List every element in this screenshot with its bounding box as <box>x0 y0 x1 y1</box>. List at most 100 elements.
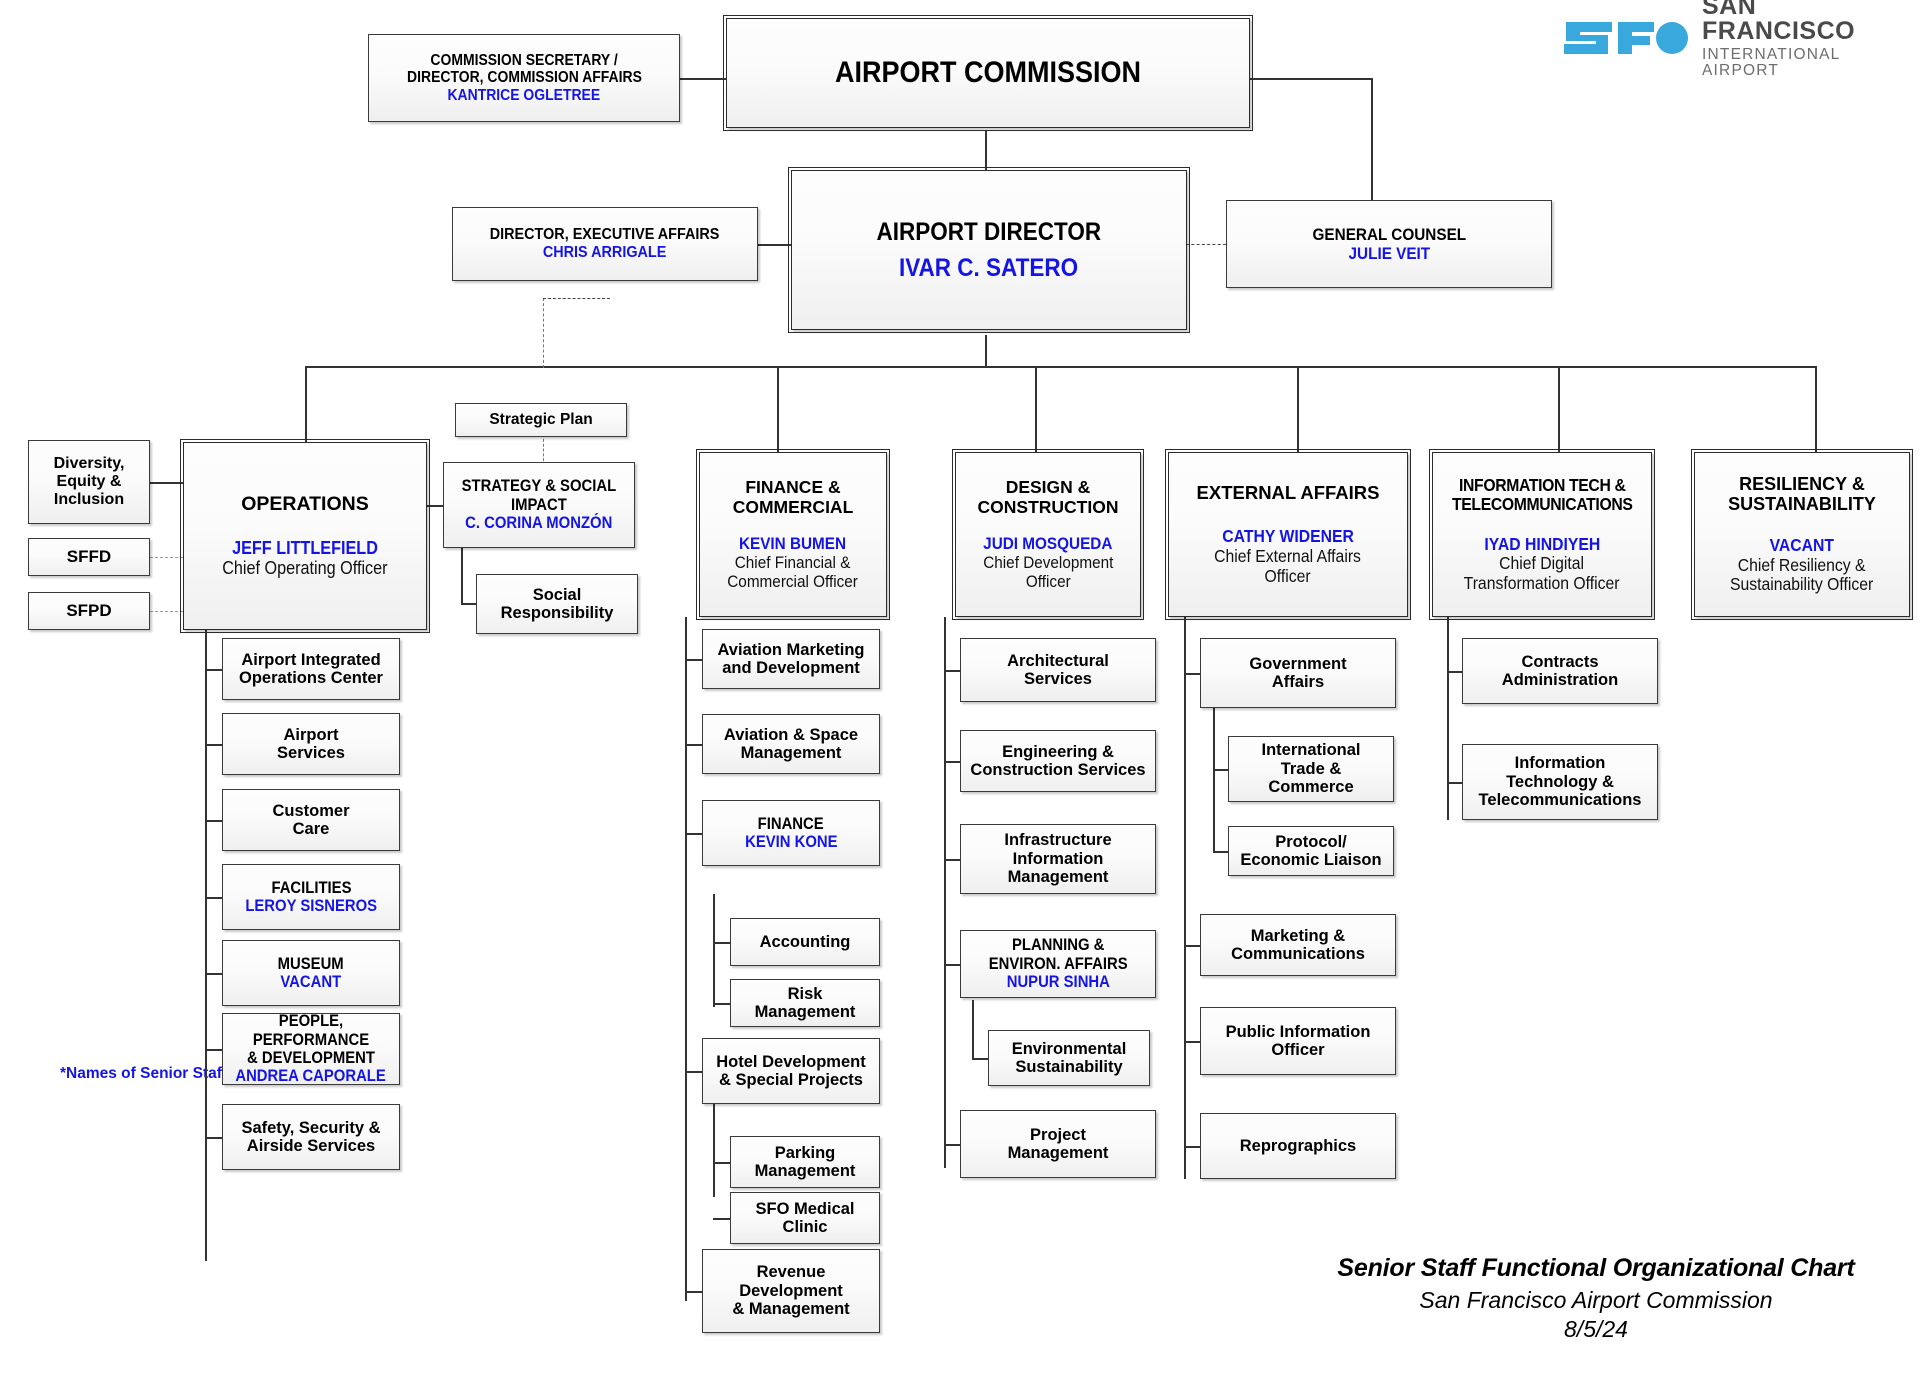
hotel-grandchild-1[interactable]: SFO Medical Clinic <box>730 1192 880 1244</box>
logo-line-2: INTERNATIONAL AIRPORT <box>1702 46 1840 79</box>
finance-child-4-title: Revenue Development & Management <box>732 1263 850 1319</box>
finance-child-1-connector <box>685 744 702 746</box>
finance-child-4[interactable]: Revenue Development & Management <box>702 1249 880 1333</box>
external-child-0[interactable]: Government Affairs <box>1200 638 1396 708</box>
operations-child-4-name: VACANT <box>280 973 342 991</box>
commission-secretary-line1: COMMISSION SECRETARY / <box>430 51 618 69</box>
sfo-logo: SAN FRANCISCO INTERNATIONAL AIRPORT <box>1562 0 1912 78</box>
operations-child-1[interactable]: Airport Services <box>222 713 400 775</box>
design-child-3-name: NUPUR SINHA <box>1006 973 1110 992</box>
finance-child-3-connector <box>685 1071 702 1073</box>
design-title: DESIGN & CONSTRUCTION <box>977 477 1119 517</box>
hotel-grandchild-0[interactable]: Parking Management <box>730 1136 880 1188</box>
finance-commercial-box[interactable]: FINANCE & COMMERCIAL KEVIN BUMEN Chief F… <box>695 448 891 621</box>
social-responsibility-box[interactable]: Social Responsibility <box>476 574 638 634</box>
it-child-0[interactable]: Contracts Administration <box>1462 638 1658 704</box>
resiliency-sustainability-box[interactable]: RESILIENCY & SUSTAINABILITY VACANT Chief… <box>1690 448 1914 621</box>
design-child-2-connector <box>944 859 960 861</box>
sfo-logo-icon <box>1562 14 1690 58</box>
design-child-2-title: Infrastructure Information Management <box>1004 831 1112 887</box>
drop-it <box>1558 366 1560 454</box>
chart-footer: Senior Staff Functional Organizational C… <box>1286 1254 1906 1343</box>
design-child-0-connector <box>944 670 960 672</box>
dashed-strategic-plan <box>543 410 544 466</box>
external-affairs-box[interactable]: EXTERNAL AFFAIRS CATHY WIDENER Chief Ext… <box>1164 448 1412 621</box>
operations-child-6[interactable]: Safety, Security & Airside Services <box>222 1104 400 1170</box>
finance-child-0[interactable]: Aviation Marketing and Development <box>702 629 880 689</box>
dei-title: Diversity, Equity & Inclusion <box>53 455 125 508</box>
connector-general-counsel <box>1186 244 1226 245</box>
external-child-1-connector <box>1184 945 1200 947</box>
design-child-0[interactable]: Architectural Services <box>960 638 1156 702</box>
finance-grandchild-0[interactable]: Accounting <box>730 918 880 966</box>
it-title: INFORMATION TECH & TELECOMMUNICATIONS <box>1451 474 1633 515</box>
finance-child-1[interactable]: Aviation & Space Management <box>702 714 880 774</box>
operations-child-2[interactable]: Customer Care <box>222 789 400 851</box>
operations-box[interactable]: OPERATIONS JEFF LITTLEFIELD Chief Operat… <box>179 438 431 634</box>
hotel-grandchild-0-connector <box>713 1162 730 1164</box>
finance-child-3[interactable]: Hotel Development & Special Projects <box>702 1038 880 1104</box>
executive-affairs-name: CHRIS ARRIGALE <box>543 244 667 261</box>
it-telecom-box[interactable]: INFORMATION TECH & TELECOMMUNICATIONS IY… <box>1428 448 1656 621</box>
commission-secretary-line2: DIRECTOR, COMMISSION AFFAIRS <box>406 69 642 87</box>
strategic-plan-box[interactable]: Strategic Plan <box>455 403 627 437</box>
airport-director-box[interactable]: AIRPORT DIRECTOR IVAR C. SATERO <box>787 166 1191 334</box>
design-name: JUDI MOSQUEDA <box>983 533 1113 553</box>
design-construction-box[interactable]: DESIGN & CONSTRUCTION JUDI MOSQUEDA Chie… <box>951 448 1145 621</box>
finance-grandchild-1[interactable]: Risk Management <box>730 979 880 1027</box>
dei-box[interactable]: Diversity, Equity & Inclusion <box>28 440 150 524</box>
spine-operations <box>205 630 207 1261</box>
operations-child-3-title: FACILITIES <box>270 878 352 897</box>
executive-affairs-title: DIRECTOR, EXECUTIVE AFFAIRS <box>490 226 720 244</box>
executive-affairs-box[interactable]: DIRECTOR, EXECUTIVE AFFAIRS CHRIS ARRIGA… <box>452 207 758 281</box>
design-child-2[interactable]: Infrastructure Information Management <box>960 824 1156 894</box>
operations-child-4-connector <box>205 973 222 975</box>
operations-child-5-name: ANDREA CAPORALE <box>235 1067 387 1086</box>
operations-child-6-title: Safety, Security & Airside Services <box>241 1118 381 1155</box>
government-grandchild-0-title: International Trade & Commerce <box>1261 741 1361 797</box>
airport-commission-box[interactable]: AIRPORT COMMISSION <box>722 14 1254 132</box>
connector-exec-affairs <box>758 244 791 246</box>
finance-child-2-title: FINANCE <box>757 814 825 833</box>
it-name: IYAD HINDIYEH <box>1484 533 1600 554</box>
sffd-box[interactable]: SFFD <box>28 538 150 576</box>
sfpd-title: SFPD <box>66 601 112 621</box>
external-title: EXTERNAL AFFAIRS <box>1196 481 1380 503</box>
strategy-title: STRATEGY & SOCIAL IMPACT <box>461 477 617 514</box>
finance-child-0-connector <box>685 659 702 661</box>
planning-grandchild-0[interactable]: Environmental Sustainability <box>988 1030 1150 1086</box>
government-grandchild-1[interactable]: Protocol/ Economic Liaison <box>1228 826 1394 876</box>
external-child-0-title: Government Affairs <box>1249 654 1347 691</box>
strategy-social-impact-box[interactable]: STRATEGY & SOCIAL IMPACT C. CORINA MONZÓ… <box>443 462 635 548</box>
finance-title: FINANCE & COMMERCIAL <box>732 477 854 517</box>
operations-child-0[interactable]: Airport Integrated Operations Center <box>222 638 400 700</box>
sfpd-box[interactable]: SFPD <box>28 592 150 630</box>
external-name: CATHY WIDENER <box>1222 526 1354 547</box>
finance-child-2-connector <box>685 833 702 835</box>
government-grandchild-0[interactable]: International Trade & Commerce <box>1228 736 1394 802</box>
commission-secretary-box[interactable]: COMMISSION SECRETARY / DIRECTOR, COMMISS… <box>368 34 680 122</box>
external-child-3[interactable]: Reprographics <box>1200 1113 1396 1179</box>
operations-child-3-name: LEROY SISNEROS <box>245 897 377 915</box>
spine-design <box>944 617 946 1168</box>
external-child-2[interactable]: Public Information Officer <box>1200 1007 1396 1075</box>
connector-commission-right <box>1250 78 1372 80</box>
external-child-1[interactable]: Marketing & Communications <box>1200 914 1396 976</box>
general-counsel-title: GENERAL COUNSEL <box>1312 224 1466 244</box>
it-child-1[interactable]: Information Technology & Telecommunicati… <box>1462 744 1658 820</box>
design-child-4-connector <box>944 1144 960 1146</box>
design-child-1[interactable]: Engineering & Construction Services <box>960 730 1156 792</box>
resiliency-role: Chief Resiliency & Sustainability Office… <box>1730 554 1874 595</box>
operations-role: Chief Operating Officer <box>222 557 388 578</box>
finance-name: KEVIN BUMEN <box>739 533 847 553</box>
government-grandchild-0-connector <box>1213 769 1228 771</box>
finance-child-4-connector <box>685 1291 702 1293</box>
general-counsel-box[interactable]: GENERAL COUNSEL JULIE VEIT <box>1226 200 1552 288</box>
operations-child-0-title: Airport Integrated Operations Center <box>239 650 383 687</box>
design-child-4[interactable]: Project Management <box>960 1110 1156 1178</box>
